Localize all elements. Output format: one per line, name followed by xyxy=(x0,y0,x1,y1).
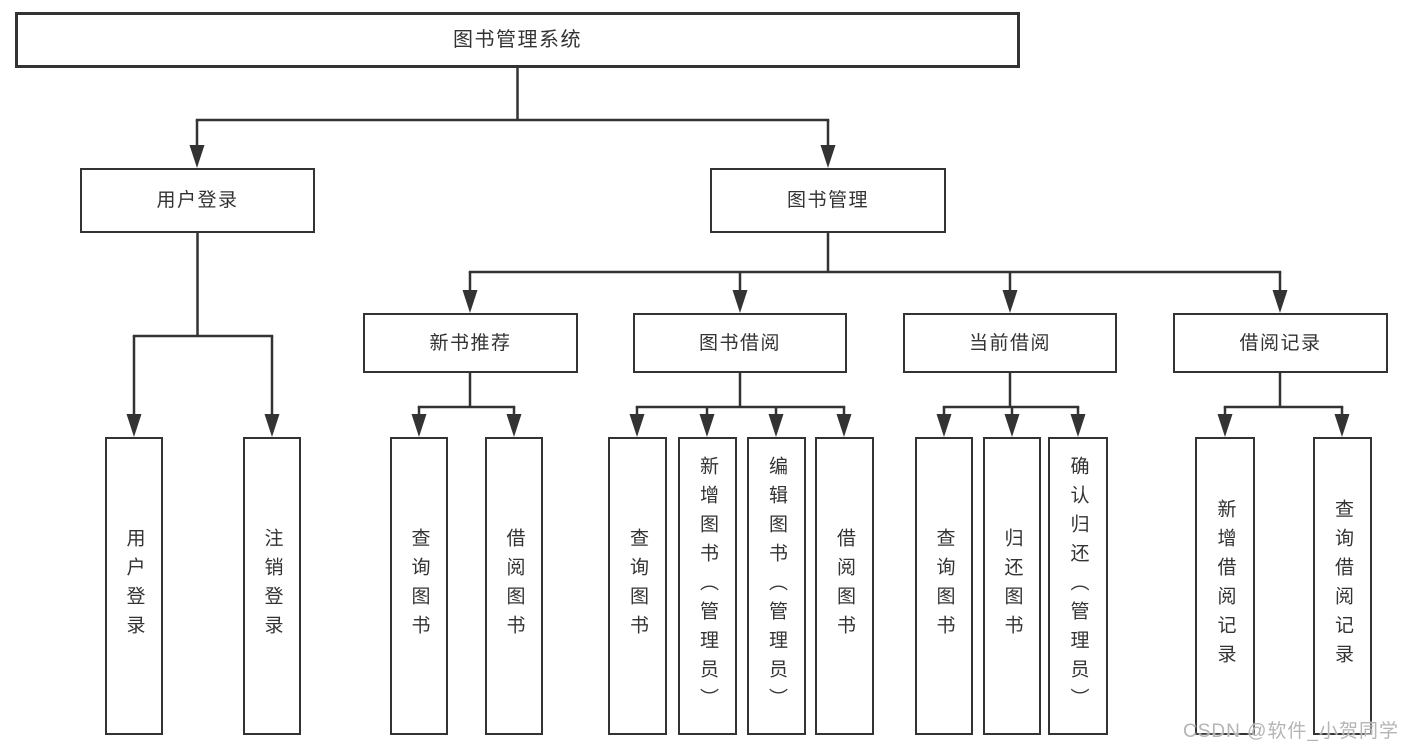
node-add-book-admin: 新增图书（管理员） xyxy=(678,437,737,735)
node-confirm-return-admin: 确认归还（管理员） xyxy=(1048,437,1108,735)
node-logout-action: 注销登录 xyxy=(243,437,301,735)
node-query-borrow-record: 查询借阅记录 xyxy=(1313,437,1372,735)
node-new-book-recommend: 新书推荐 xyxy=(363,313,578,373)
watermark: CSDN @软件_小贺同学 xyxy=(1183,721,1399,742)
node-book-management: 图书管理 xyxy=(710,168,946,233)
node-library-management-system: 图书管理系统 xyxy=(15,12,1020,68)
node-user-login-action: 用户登录 xyxy=(105,437,163,735)
node-query-books-borrow: 查询图书 xyxy=(608,437,667,735)
node-book-borrowing: 图书借阅 xyxy=(633,313,847,373)
node-add-borrow-record: 新增借阅记录 xyxy=(1195,437,1255,735)
node-borrow-books: 借阅图书 xyxy=(815,437,874,735)
node-borrowing-records: 借阅记录 xyxy=(1173,313,1388,373)
node-user-login: 用户登录 xyxy=(80,168,315,233)
node-current-borrowing: 当前借阅 xyxy=(903,313,1117,373)
node-borrow-books-recommend: 借阅图书 xyxy=(485,437,543,735)
node-query-books-current: 查询图书 xyxy=(915,437,973,735)
node-query-books-recommend: 查询图书 xyxy=(390,437,448,735)
node-return-book: 归还图书 xyxy=(983,437,1041,735)
node-edit-book-admin: 编辑图书（管理员） xyxy=(747,437,806,735)
